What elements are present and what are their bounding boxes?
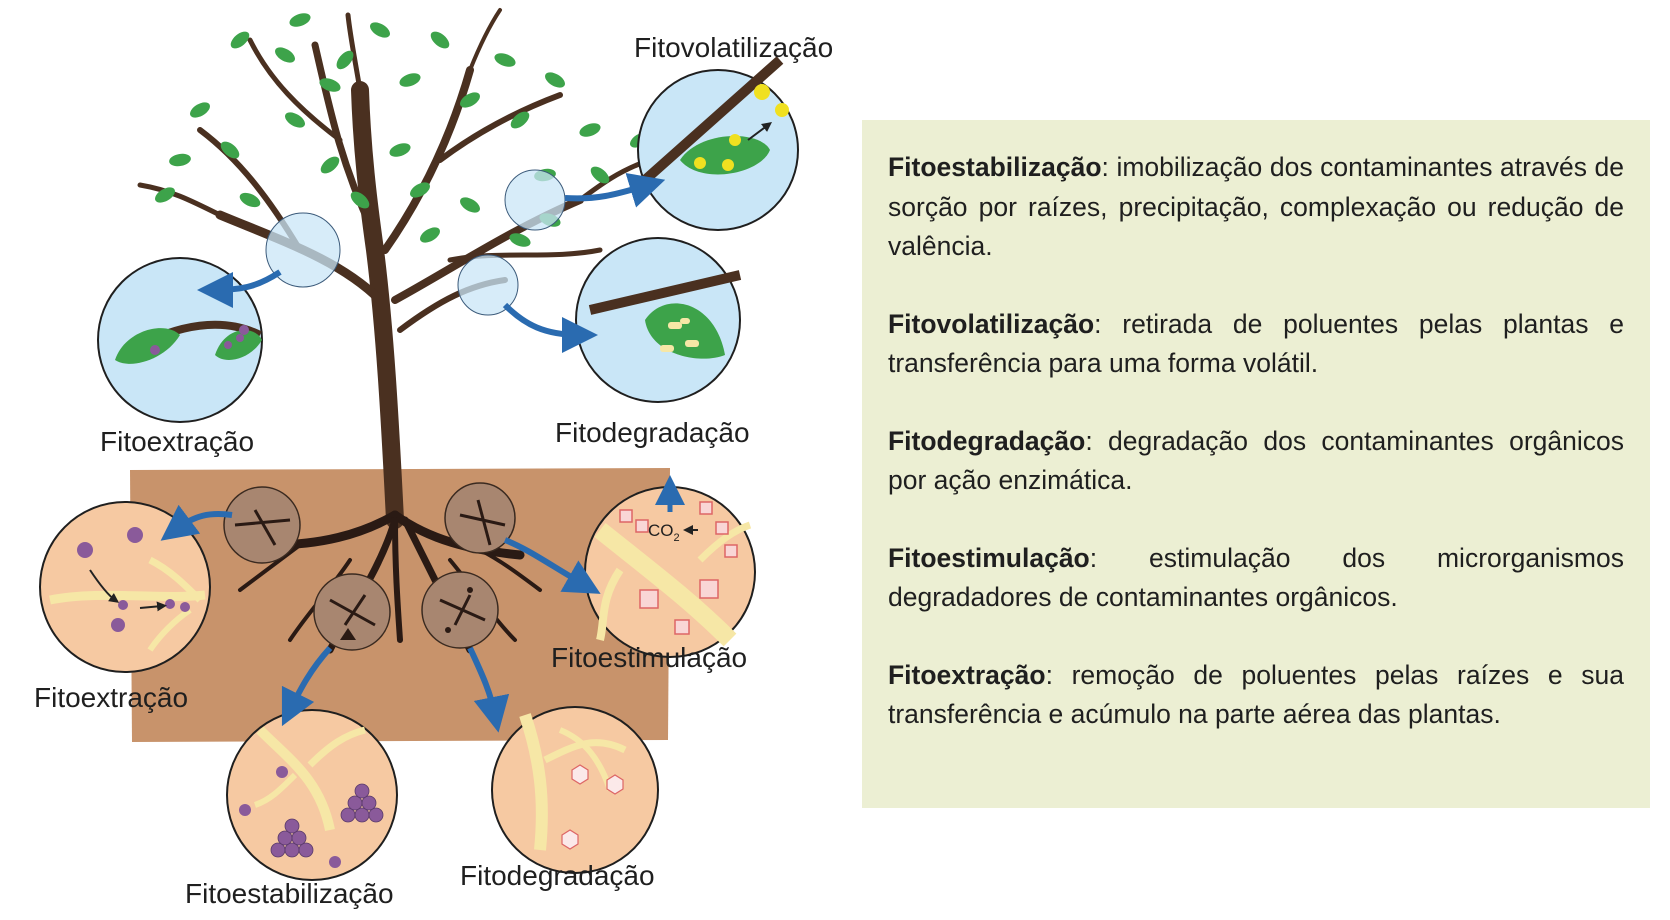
tree-branches <box>137 8 653 529</box>
phytoremediation-diagram: CO2 Fitovolatilização Fitoextração <box>34 8 833 909</box>
label-soil-extraction: Fitoextração <box>34 682 188 713</box>
circle-aerial-degradation <box>575 237 742 403</box>
circle-volatilization <box>637 56 799 231</box>
definition-volatilization: Fitovolatilização: retirada de poluentes… <box>888 305 1624 384</box>
definition-term: Fitoestimulação <box>888 542 1090 573</box>
label-aerial-extraction: Fitoextração <box>100 426 254 457</box>
circle-soil-extraction <box>39 501 211 673</box>
definition-term: Fitoestabilização <box>888 152 1102 182</box>
definitions-box: Fitoestabilização: imobilização dos cont… <box>862 120 1650 808</box>
circle-stimulation: CO2 <box>584 475 756 658</box>
definition-term: Fitodegradação <box>888 425 1086 456</box>
definition-text: : remoção de poluentes pelas raízes e su… <box>888 659 1624 730</box>
definition-text: : degradação dos contaminantes orgânicos… <box>888 425 1624 496</box>
soil-zoom-spots <box>223 482 516 651</box>
definition-extraction: Fitoextração: remoção de poluentes pelas… <box>888 656 1624 735</box>
definition-stimulation: Fitoestimulação: estimulação dos microrg… <box>888 539 1624 618</box>
co2-label: CO2 <box>648 521 680 544</box>
label-aerial-volatilization: Fitovolatilização <box>634 32 833 63</box>
definition-stabilization: Fitoestabilização: imobilização dos cont… <box>888 148 1624 267</box>
zoom-spot-extraction <box>265 212 341 288</box>
zoom-spot-volatilization <box>504 169 566 231</box>
label-soil-stabilization: Fitoestabilização <box>185 878 394 909</box>
label-soil-degradation: Fitodegradação <box>460 860 655 891</box>
soil-arrows <box>160 504 601 733</box>
definition-degradation: Fitodegradação: degradação dos contamina… <box>888 422 1624 501</box>
label-soil-stimulation: Fitoestimulação <box>551 642 747 673</box>
circle-stabilization <box>226 709 398 881</box>
circle-aerial-extraction <box>97 257 263 423</box>
circle-soil-degradation <box>491 706 659 874</box>
aerial-arrows <box>197 172 666 353</box>
label-aerial-degradation: Fitodegradação <box>555 417 750 448</box>
definition-term: Fitoextração <box>888 659 1046 690</box>
definition-term: Fitovolatilização <box>888 308 1095 339</box>
zoom-spot-degradation <box>457 254 519 316</box>
definition-text: : imobilização dos contaminantes através… <box>888 152 1624 261</box>
definition-text: : retirada de poluentes pelas plantas e … <box>888 308 1624 379</box>
definition-text: : estimulação dos microrganismos degrada… <box>888 542 1624 613</box>
